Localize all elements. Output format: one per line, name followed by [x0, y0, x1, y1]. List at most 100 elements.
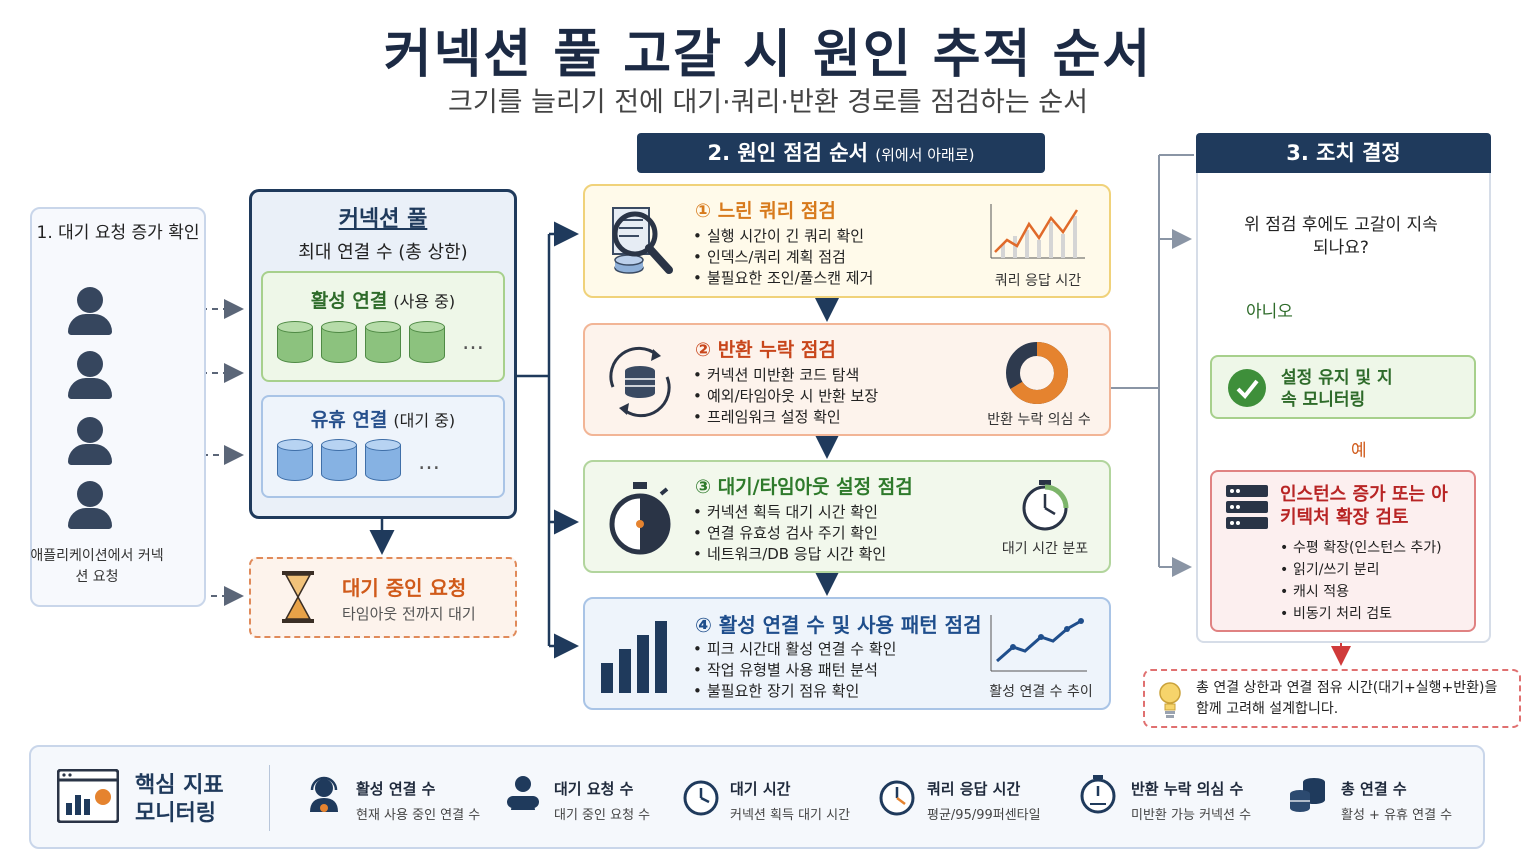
- waiting-title: 대기 중인 요청: [342, 576, 467, 600]
- magnifier-document-icon: [612, 207, 673, 274]
- list-item: 캐시 적용: [1280, 581, 1442, 603]
- bar-chart-icon: [601, 621, 667, 693]
- ellipsis: …: [462, 330, 486, 355]
- lightbulb-icon: [1159, 682, 1181, 718]
- step-checklist: 커넥션 획득 대기 시간 확인 연결 유효성 검사 주기 확인 네트워크/DB …: [693, 502, 886, 565]
- keep-monitoring-text: 설정 유지 및 지속 모니터링: [1281, 368, 1393, 410]
- hourglass-icon: [282, 571, 314, 623]
- idle-connections-title: 유휴 연결 (대기 중): [310, 409, 456, 431]
- step-title: ① 느린 쿼리 점검: [695, 200, 836, 222]
- steps-header: 2. 원인 점검 순서 (위에서 아래로): [637, 133, 1045, 173]
- waiting-requests-box: [249, 557, 517, 638]
- check-item: 실행 시간이 긴 쿼리 확인: [693, 226, 873, 247]
- timer-icon: [1022, 480, 1069, 531]
- clock-icon: [879, 780, 915, 816]
- step-metric-label: 활성 연결 수 추이: [989, 684, 1093, 700]
- check-item: 피크 시간대 활성 연결 수 확인: [693, 639, 896, 660]
- clock-icon: [683, 780, 719, 816]
- waiting-subtitle: 타임아웃 전까지 대기: [342, 605, 476, 623]
- kpi-label: 반환 누락 의심 수: [1131, 780, 1244, 798]
- kpi-desc: 커넥션 획득 대기 시간: [730, 808, 851, 823]
- step-active-usage: ④ 활성 연결 수 및 사용 패턴 점검 피크 시간대 활성 연결 수 확인 작…: [583, 597, 1111, 710]
- check-item: 예외/타임아웃 시 반환 보장: [693, 386, 878, 407]
- users-icon: [507, 776, 539, 810]
- user-icon: [68, 287, 112, 335]
- kpi-desc: 미반환 가능 커넥션 수: [1131, 808, 1252, 823]
- database-cycle-icon: [609, 346, 671, 418]
- step-timeout-settings: ③ 대기/타임아웃 설정 점검 커넥션 획득 대기 시간 확인 연결 유효성 검…: [583, 460, 1111, 573]
- scale-out-title: 인스턴스 증가 또는 아키텍처 확장 검토: [1280, 484, 1448, 528]
- check-item: 불필요한 장기 점유 확인: [693, 681, 896, 702]
- active-connections-title: 활성 연결 (사용 중): [310, 290, 456, 312]
- kpi-label: 쿼리 응답 시간: [927, 780, 1021, 798]
- kpi-label: 대기 시간: [730, 780, 791, 798]
- kpi-desc: 대기 중인 요청 수: [554, 808, 651, 823]
- check-item: 프레임워크 설정 확인: [693, 407, 878, 428]
- database-icon: [1290, 778, 1325, 812]
- step-checklist: 커넥션 미반환 코드 탐색 예외/타임아웃 시 반환 보장 프레임워크 설정 확…: [693, 365, 878, 428]
- step-title: ④ 활성 연결 수 및 사용 패턴 점검: [695, 613, 982, 637]
- kpi-desc: 평균/95/99퍼센타일: [927, 808, 1041, 823]
- kpi-label: 활성 연결 수: [356, 780, 436, 798]
- check-item: 불필요한 조인/풀스캔 제거: [693, 268, 873, 289]
- kpi-bar: [29, 745, 1485, 849]
- check-item: 커넥션 획득 대기 시간 확인: [693, 502, 886, 523]
- users-panel-title: 1. 대기 요청 증가 확인: [36, 223, 200, 243]
- check-item: 연결 유효성 검사 주기 확인: [693, 523, 886, 544]
- list-item: 읽기/쓰기 분리: [1280, 559, 1442, 581]
- kpi-label: 대기 요청 수: [554, 780, 634, 798]
- step-slow-query: ① 느린 쿼리 점검 실행 시간이 긴 쿼리 확인 인덱스/쿼리 계획 점검 불…: [583, 184, 1111, 298]
- pool-subtitle: 최대 연결 수 (총 상한): [298, 242, 468, 263]
- decision-question: 위 점검 후에도 고갈이 지속되나요?: [1244, 215, 1438, 258]
- step-checklist: 피크 시간대 활성 연결 수 확인 작업 유형별 사용 패턴 분석 불필요한 장…: [693, 639, 896, 702]
- timer-icon: [1080, 775, 1116, 814]
- user-icon: [68, 417, 112, 465]
- db-cylinder-icon: [409, 321, 445, 365]
- kpi-label: 총 연결 수: [1341, 780, 1407, 798]
- db-cylinder-icon: [321, 439, 357, 483]
- step-metric-label: 대기 시간 분포: [1001, 541, 1089, 557]
- check-item: 커넥션 미반환 코드 탐색: [693, 365, 878, 386]
- dashboard-icon: [57, 769, 119, 823]
- users-caption: 애플리케이션에서 커넥션 요청: [30, 548, 164, 585]
- user-headset-icon: [310, 776, 338, 812]
- kpi-title: 핵심 지표 모니터링: [135, 773, 224, 826]
- db-cylinder-icon: [277, 439, 313, 483]
- kpi-desc: 현재 사용 중인 연결 수: [356, 808, 481, 823]
- design-note-text: 총 연결 상한과 연결 점유 시간(대기+실행+반환)을 함께 고려해 설계합니…: [1196, 680, 1498, 717]
- check-item: 인덱스/쿼리 계획 점검: [693, 247, 873, 268]
- list-item: 수평 확장(인스턴스 추가): [1280, 537, 1442, 559]
- check-item: 네트워크/DB 응답 시간 확인: [693, 544, 886, 565]
- ellipsis: …: [418, 450, 442, 475]
- step-title: ② 반환 누락 점검: [695, 339, 836, 361]
- yes-branch-label: 예: [1351, 441, 1367, 461]
- users-panel: [30, 207, 206, 607]
- no-branch-label: 아니오: [1246, 302, 1293, 322]
- scale-out-list: 수평 확장(인스턴스 추가) 읽기/쓰기 분리 캐시 적용 비동기 처리 검토: [1280, 537, 1442, 625]
- design-note-box: [1143, 669, 1521, 728]
- user-icon: [68, 351, 112, 399]
- step-checklist: 실행 시간이 긴 쿼리 확인 인덱스/쿼리 계획 점검 불필요한 조인/풀스캔 …: [693, 226, 873, 289]
- trend-line-icon: [990, 615, 1087, 672]
- db-cylinder-icon: [365, 321, 401, 365]
- page-subtitle: 크기를 늘리기 전에 대기·쿼리·반환 경로를 점검하는 순서: [448, 87, 1088, 118]
- step-title: ③ 대기/타임아웃 설정 점검: [695, 476, 913, 498]
- step-return-leak: ② 반환 누락 점검 커넥션 미반환 코드 탐색 예외/타임아웃 시 반환 보장…: [583, 323, 1111, 436]
- action-header: 3. 조치 결정: [1196, 133, 1491, 173]
- page-title: 커넥션 풀 고갈 시 원인 추적 순서: [383, 25, 1153, 85]
- check-icon: [1228, 369, 1266, 407]
- kpi-desc: 활성 + 유휴 연결 수: [1341, 808, 1453, 823]
- donut-chart-icon: [1006, 342, 1068, 404]
- pool-title: 커넥션 풀: [338, 207, 428, 232]
- query-response-chart-icon: [990, 204, 1085, 259]
- step-metric-label: 쿼리 응답 시간: [994, 273, 1082, 289]
- list-item: 비동기 처리 검토: [1280, 603, 1442, 625]
- db-cylinder-icon: [277, 321, 313, 365]
- user-icon: [68, 481, 112, 529]
- db-cylinder-icon: [365, 439, 401, 483]
- server-rack-icon: [1226, 485, 1268, 529]
- stopwatch-icon: [609, 482, 671, 555]
- db-cylinder-icon: [321, 321, 357, 365]
- step-metric-label: 반환 누락 의심 수: [987, 412, 1091, 428]
- kpi-divider: [269, 765, 270, 831]
